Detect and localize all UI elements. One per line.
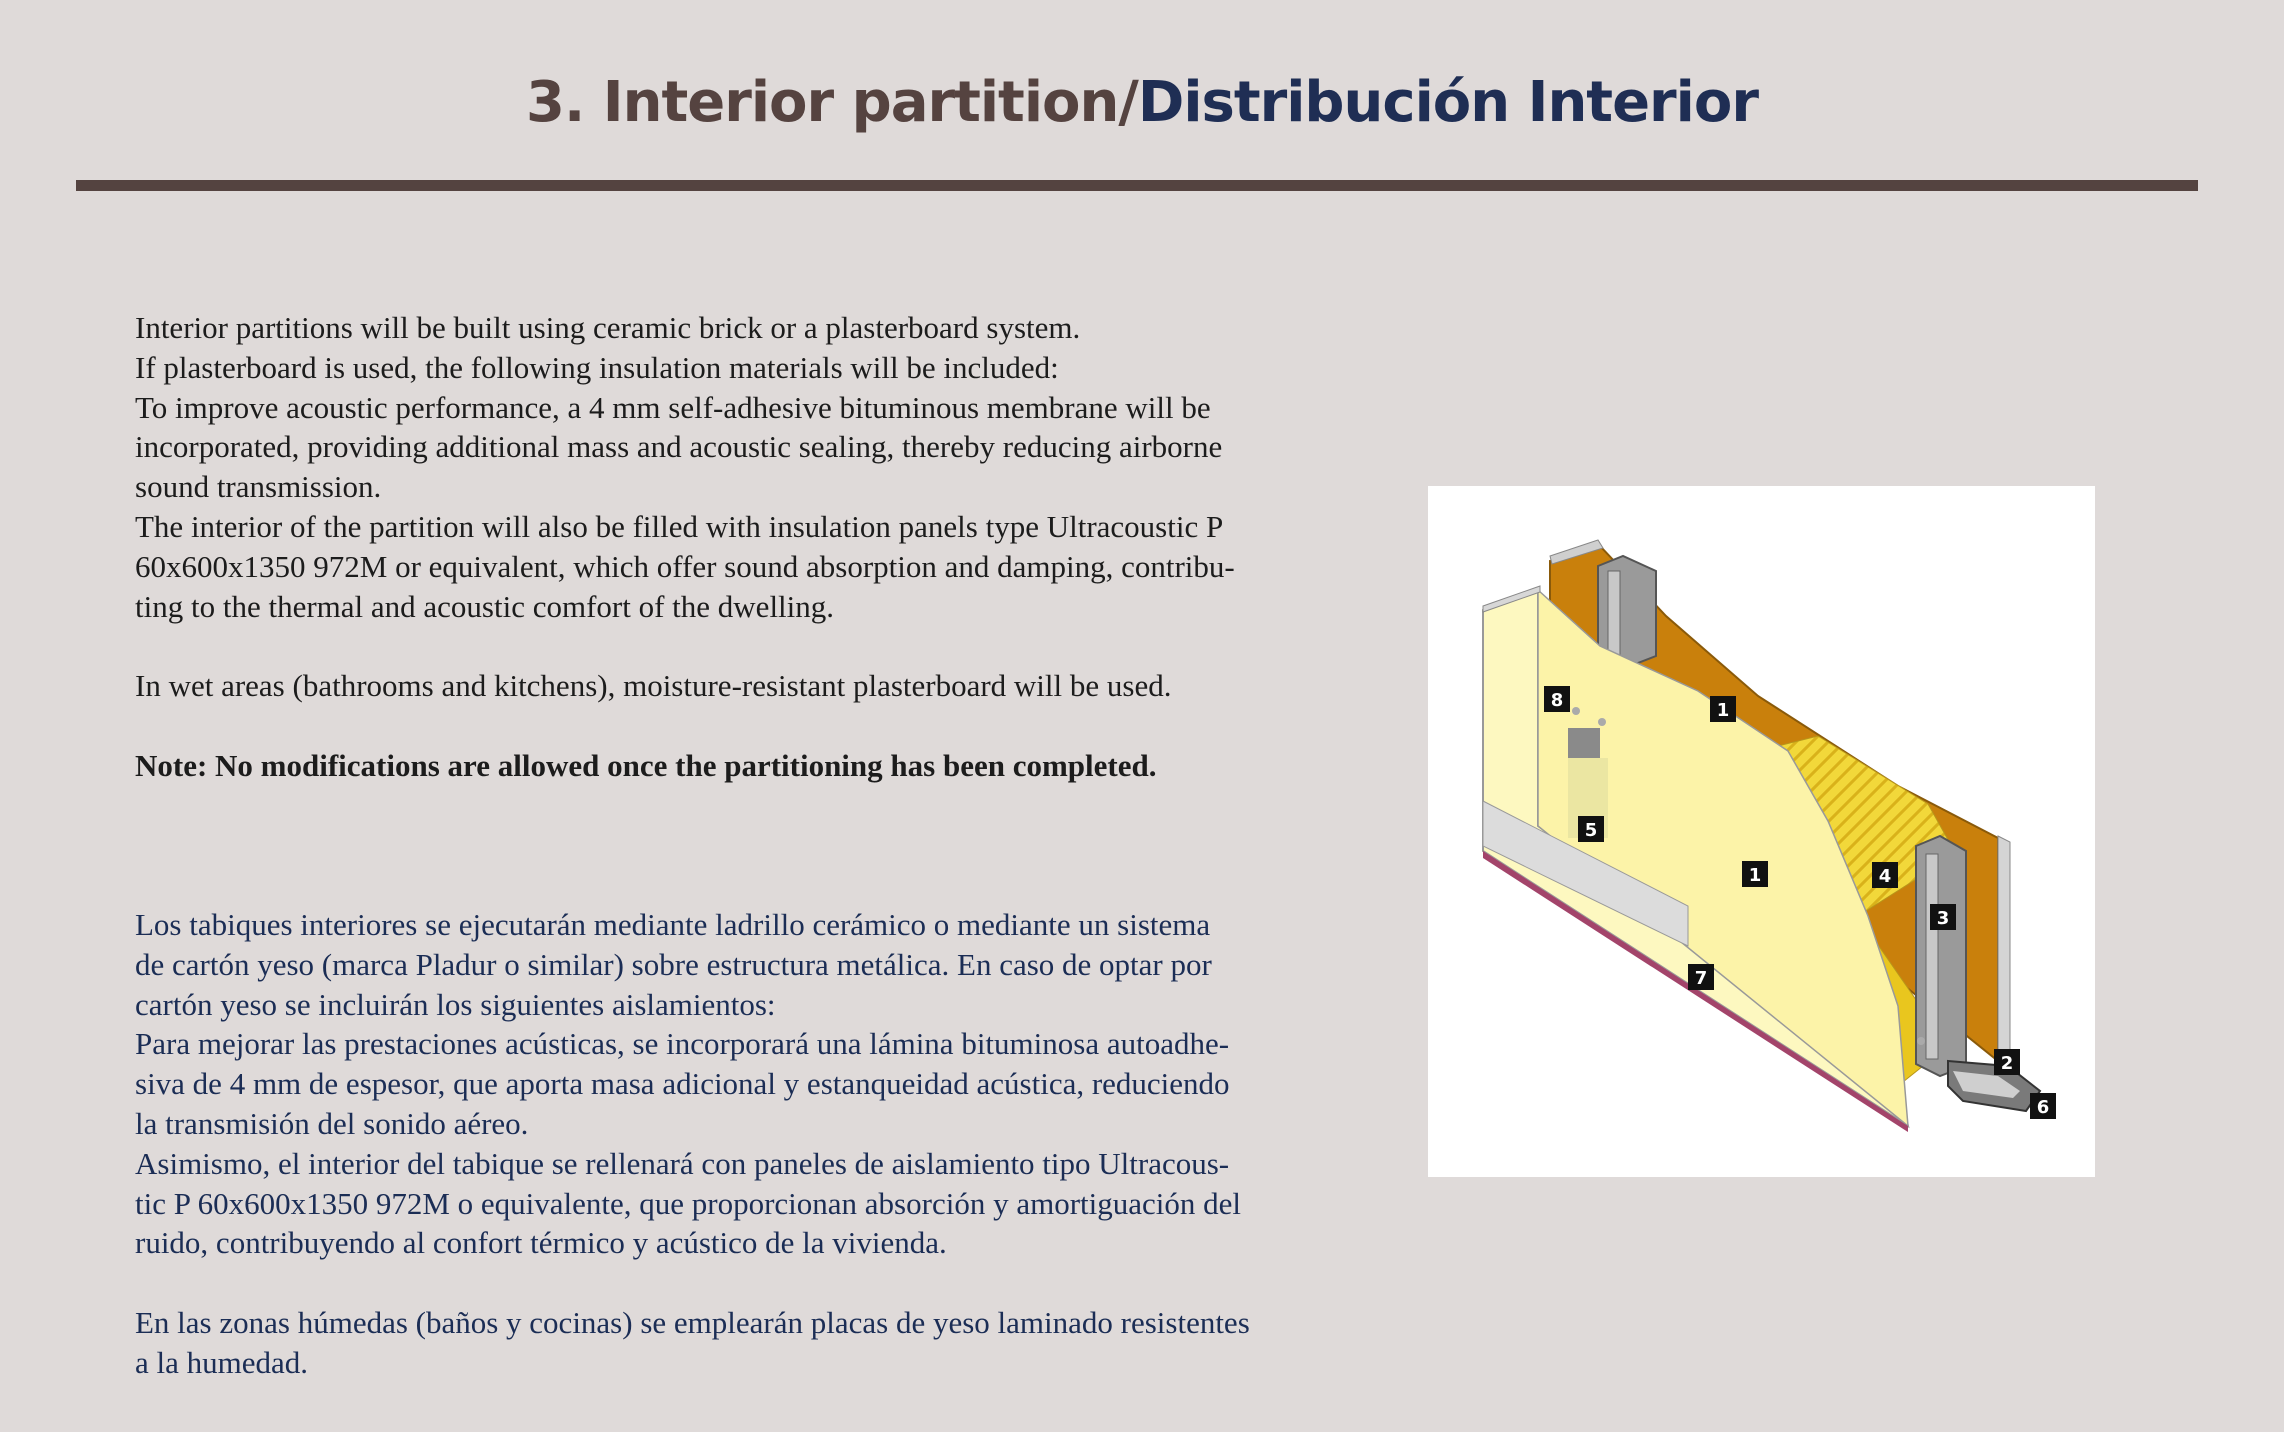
text-line: a la humedad. (135, 1344, 309, 1380)
membrane-sample (1568, 728, 1600, 758)
callout-1-lower: 1 (1742, 861, 1768, 887)
text-line: If plasterboard is used, the following i… (135, 349, 1059, 385)
callout-7: 7 (1688, 964, 1714, 990)
svg-text:2: 2 (2001, 1053, 2014, 1074)
bottom-band (1483, 851, 1908, 1132)
text-line: 60x600x1350 972M or equivalent, which of… (135, 548, 1235, 584)
metal-stud-front-flange (1925, 853, 1939, 1060)
svg-text:3: 3 (1937, 908, 1950, 929)
board-top-edge (1549, 539, 1604, 565)
page-title: 3. Interior partition/Distribución Inter… (0, 70, 2284, 135)
svg-text:4: 4 (1879, 866, 1892, 887)
partition-section-illustration: 8 1 5 1 4 3 7 2 (1428, 486, 2095, 1177)
front-board-edge (1482, 585, 1541, 613)
text-line: tic P 60x600x1350 972M o equivalente, qu… (135, 1185, 1241, 1221)
callout-8: 8 (1544, 686, 1570, 712)
svg-text:8: 8 (1551, 690, 1564, 711)
svg-text:7: 7 (1695, 968, 1708, 989)
bottom-track-inner (1953, 1071, 2020, 1098)
text-line: siva de 4 mm de espesor, que aporta masa… (135, 1066, 1230, 1102)
callout-1-upper: 1 (1710, 696, 1736, 722)
text-line: ruido, contribuyendo al confort térmico … (135, 1225, 947, 1261)
callout-3: 3 (1930, 904, 1956, 930)
svg-text:1: 1 (1717, 700, 1730, 721)
callout-6: 6 (2030, 1093, 2056, 1119)
page-title-english: 3. Interior partition/ (526, 70, 1139, 135)
svg-text:6: 6 (2037, 1097, 2050, 1118)
title-divider (76, 180, 2198, 191)
text-line: En las zonas húmedas (baños y cocinas) s… (135, 1304, 1250, 1340)
text-line: To improve acoustic performance, a 4 mm … (135, 389, 1211, 425)
callout-2: 2 (1994, 1049, 2020, 1075)
sealing-strip (1482, 800, 1689, 947)
spanish-description: Los tabiques interiores se ejecutarán me… (135, 905, 1335, 1383)
page-title-spanish: Distribución Interior (1137, 70, 1759, 135)
front-plasterboard-right (1537, 588, 1909, 1128)
modification-note: Note: No modifications are allowed once … (135, 747, 1157, 783)
text-line: Interior partitions will be built using … (135, 310, 1081, 345)
callout-5: 5 (1578, 816, 1604, 842)
svg-text:1: 1 (1749, 865, 1762, 886)
text-line: de cartón yeso (marca Pladur o similar) … (135, 946, 1212, 982)
board-side-edge (1997, 835, 2011, 1065)
text-line: Para mejorar las prestaciones acústicas,… (135, 1026, 1230, 1062)
wet-areas-text: In wet areas (bathrooms and kitchens), m… (135, 668, 1172, 704)
partition-diagram: 8 1 5 1 4 3 7 2 (1482, 539, 2056, 1132)
english-description: Interior partitions will be built using … (135, 308, 1335, 786)
text-line: Los tabiques interiores se ejecutarán me… (135, 907, 1211, 942)
screw (1917, 1037, 1925, 1045)
text-line: cartón yeso se incluirán los siguientes … (135, 986, 776, 1022)
text-line: incorporated, providing additional mass … (135, 429, 1223, 465)
screw (1598, 718, 1606, 726)
text-line: Asimismo, el interior del tabique se rel… (135, 1145, 1230, 1181)
screw (1572, 707, 1580, 715)
svg-text:5: 5 (1585, 820, 1598, 841)
callout-4: 4 (1872, 862, 1898, 888)
text-line: la transmisión del sonido aéreo. (135, 1105, 529, 1141)
text-line: sound transmission. (135, 469, 382, 505)
metal-stud-flange (1607, 570, 1621, 660)
text-line: The interior of the partition will also … (135, 508, 1224, 544)
text-line: ting to the thermal and acoustic comfort… (135, 588, 835, 624)
